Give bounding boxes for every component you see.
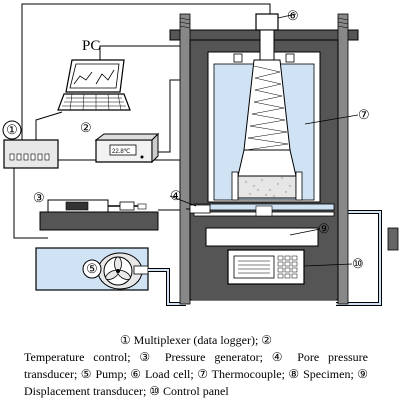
marker-2: ② bbox=[80, 120, 92, 135]
caption-body: Temperature control; ③ Pressure generato… bbox=[24, 350, 368, 398]
marker-4: ④ bbox=[170, 188, 182, 203]
pore-pressure-transducer bbox=[186, 204, 211, 214]
pc-label: PC bbox=[82, 38, 100, 54]
callout-numbers: ① ② ③ ④ ⑤ ⑥ ⑦ ⑧ ⑨ ⑩ bbox=[2, 8, 370, 279]
figure-caption: ① Multiplexer (data logger); ② Temperatu… bbox=[24, 332, 368, 400]
control-panel bbox=[227, 249, 305, 285]
drain-hose bbox=[330, 210, 399, 306]
apparatus-diagram: PC 22.8℃ bbox=[2, 3, 399, 306]
displacement-transducer bbox=[205, 227, 319, 247]
specimen-assembly bbox=[231, 59, 303, 201]
marker-9: ⑨ bbox=[318, 221, 330, 236]
multiplexer bbox=[3, 139, 59, 169]
marker-5: ⑤ bbox=[86, 261, 98, 276]
marker-6: ⑥ bbox=[287, 8, 299, 23]
temperature-control: 22.8℃ bbox=[94, 132, 160, 164]
load-cell bbox=[255, 13, 279, 61]
marker-1: ① bbox=[6, 122, 18, 137]
marker-3: ③ bbox=[33, 190, 45, 205]
temperature-readout: 22.8℃ bbox=[112, 149, 131, 155]
pc-computer: PC bbox=[57, 38, 131, 111]
marker-10: ⑩ bbox=[352, 256, 364, 271]
pump-tank bbox=[35, 247, 186, 306]
callout-leaders bbox=[169, 13, 359, 267]
pressure-generator bbox=[39, 199, 159, 231]
marker-7: ⑦ bbox=[358, 107, 370, 122]
caption-line-first: ① Multiplexer (data logger); ② bbox=[119, 333, 273, 347]
